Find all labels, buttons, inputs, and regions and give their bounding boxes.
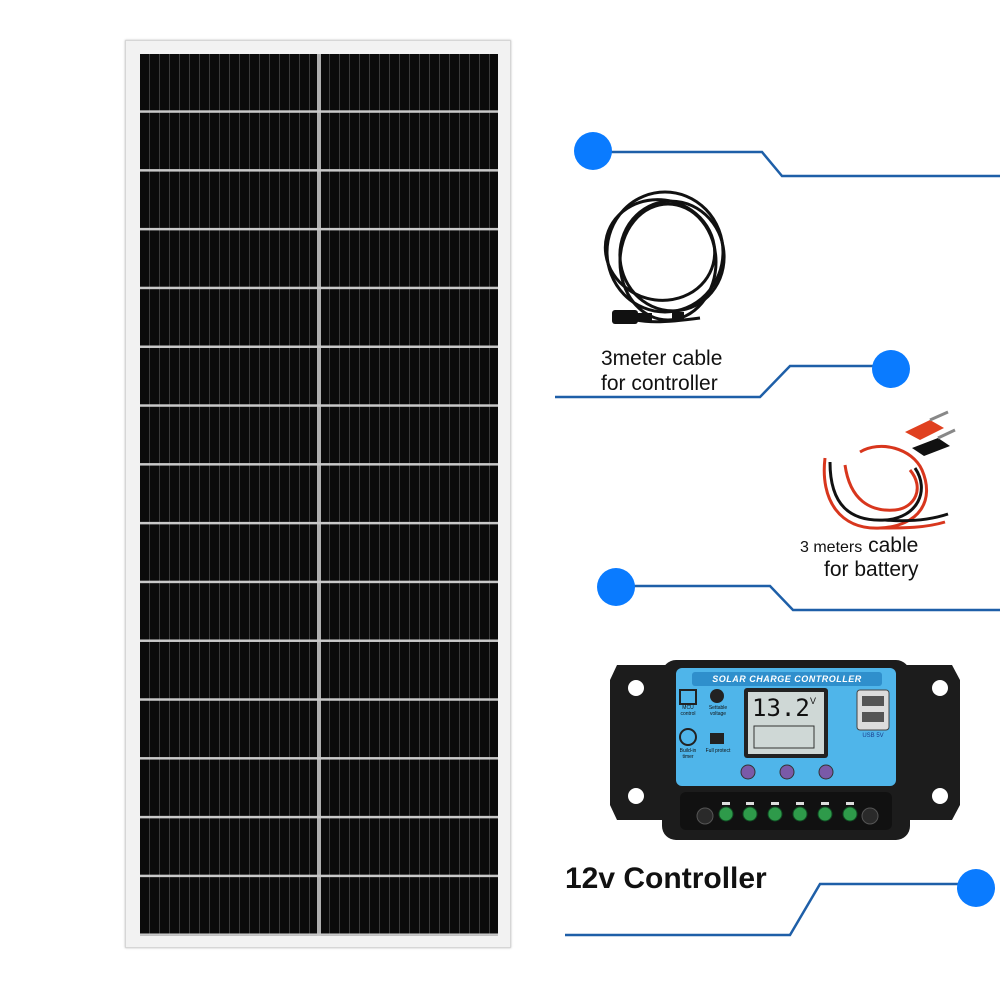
controller-header: SOLAR CHARGE CONTROLLER [712, 674, 862, 684]
battery-cable-label-suffix: cable [862, 534, 919, 557]
battery-cable-label-prefix: 3 meters [800, 539, 863, 556]
blue-dot-battery-cable [597, 568, 635, 606]
feature-protect-label: Full protect [705, 748, 731, 754]
connector-line-battery-cable [617, 584, 1000, 612]
usb-label: USB 5V [862, 733, 884, 739]
feature-voltage-label: Settable voltage [708, 705, 728, 717]
controller-cable-label-line2: for controller [601, 372, 718, 395]
solar-panel-cells [140, 54, 498, 936]
connector-line-top [595, 150, 1000, 178]
blue-dot-controller-cable [872, 350, 910, 388]
battery-cable-label-line2: for battery [824, 558, 919, 581]
connector-line-controller-cable [555, 364, 892, 399]
controller-caption: 12v Controller [565, 862, 767, 895]
controller-display-value: 13.2 [752, 694, 810, 722]
blue-dot-top [574, 132, 612, 170]
battery-cable-label-line1: 3 meters cable [800, 534, 918, 560]
controller-display-unit: V [810, 696, 817, 706]
feature-mcu-label: MCU control [680, 705, 696, 717]
blue-dot-controller [957, 869, 995, 907]
connector-line-controller [565, 882, 975, 937]
controller-cable-label-line1: 3meter cable [601, 347, 723, 370]
feature-timer-label: Build-in timer [679, 748, 697, 760]
